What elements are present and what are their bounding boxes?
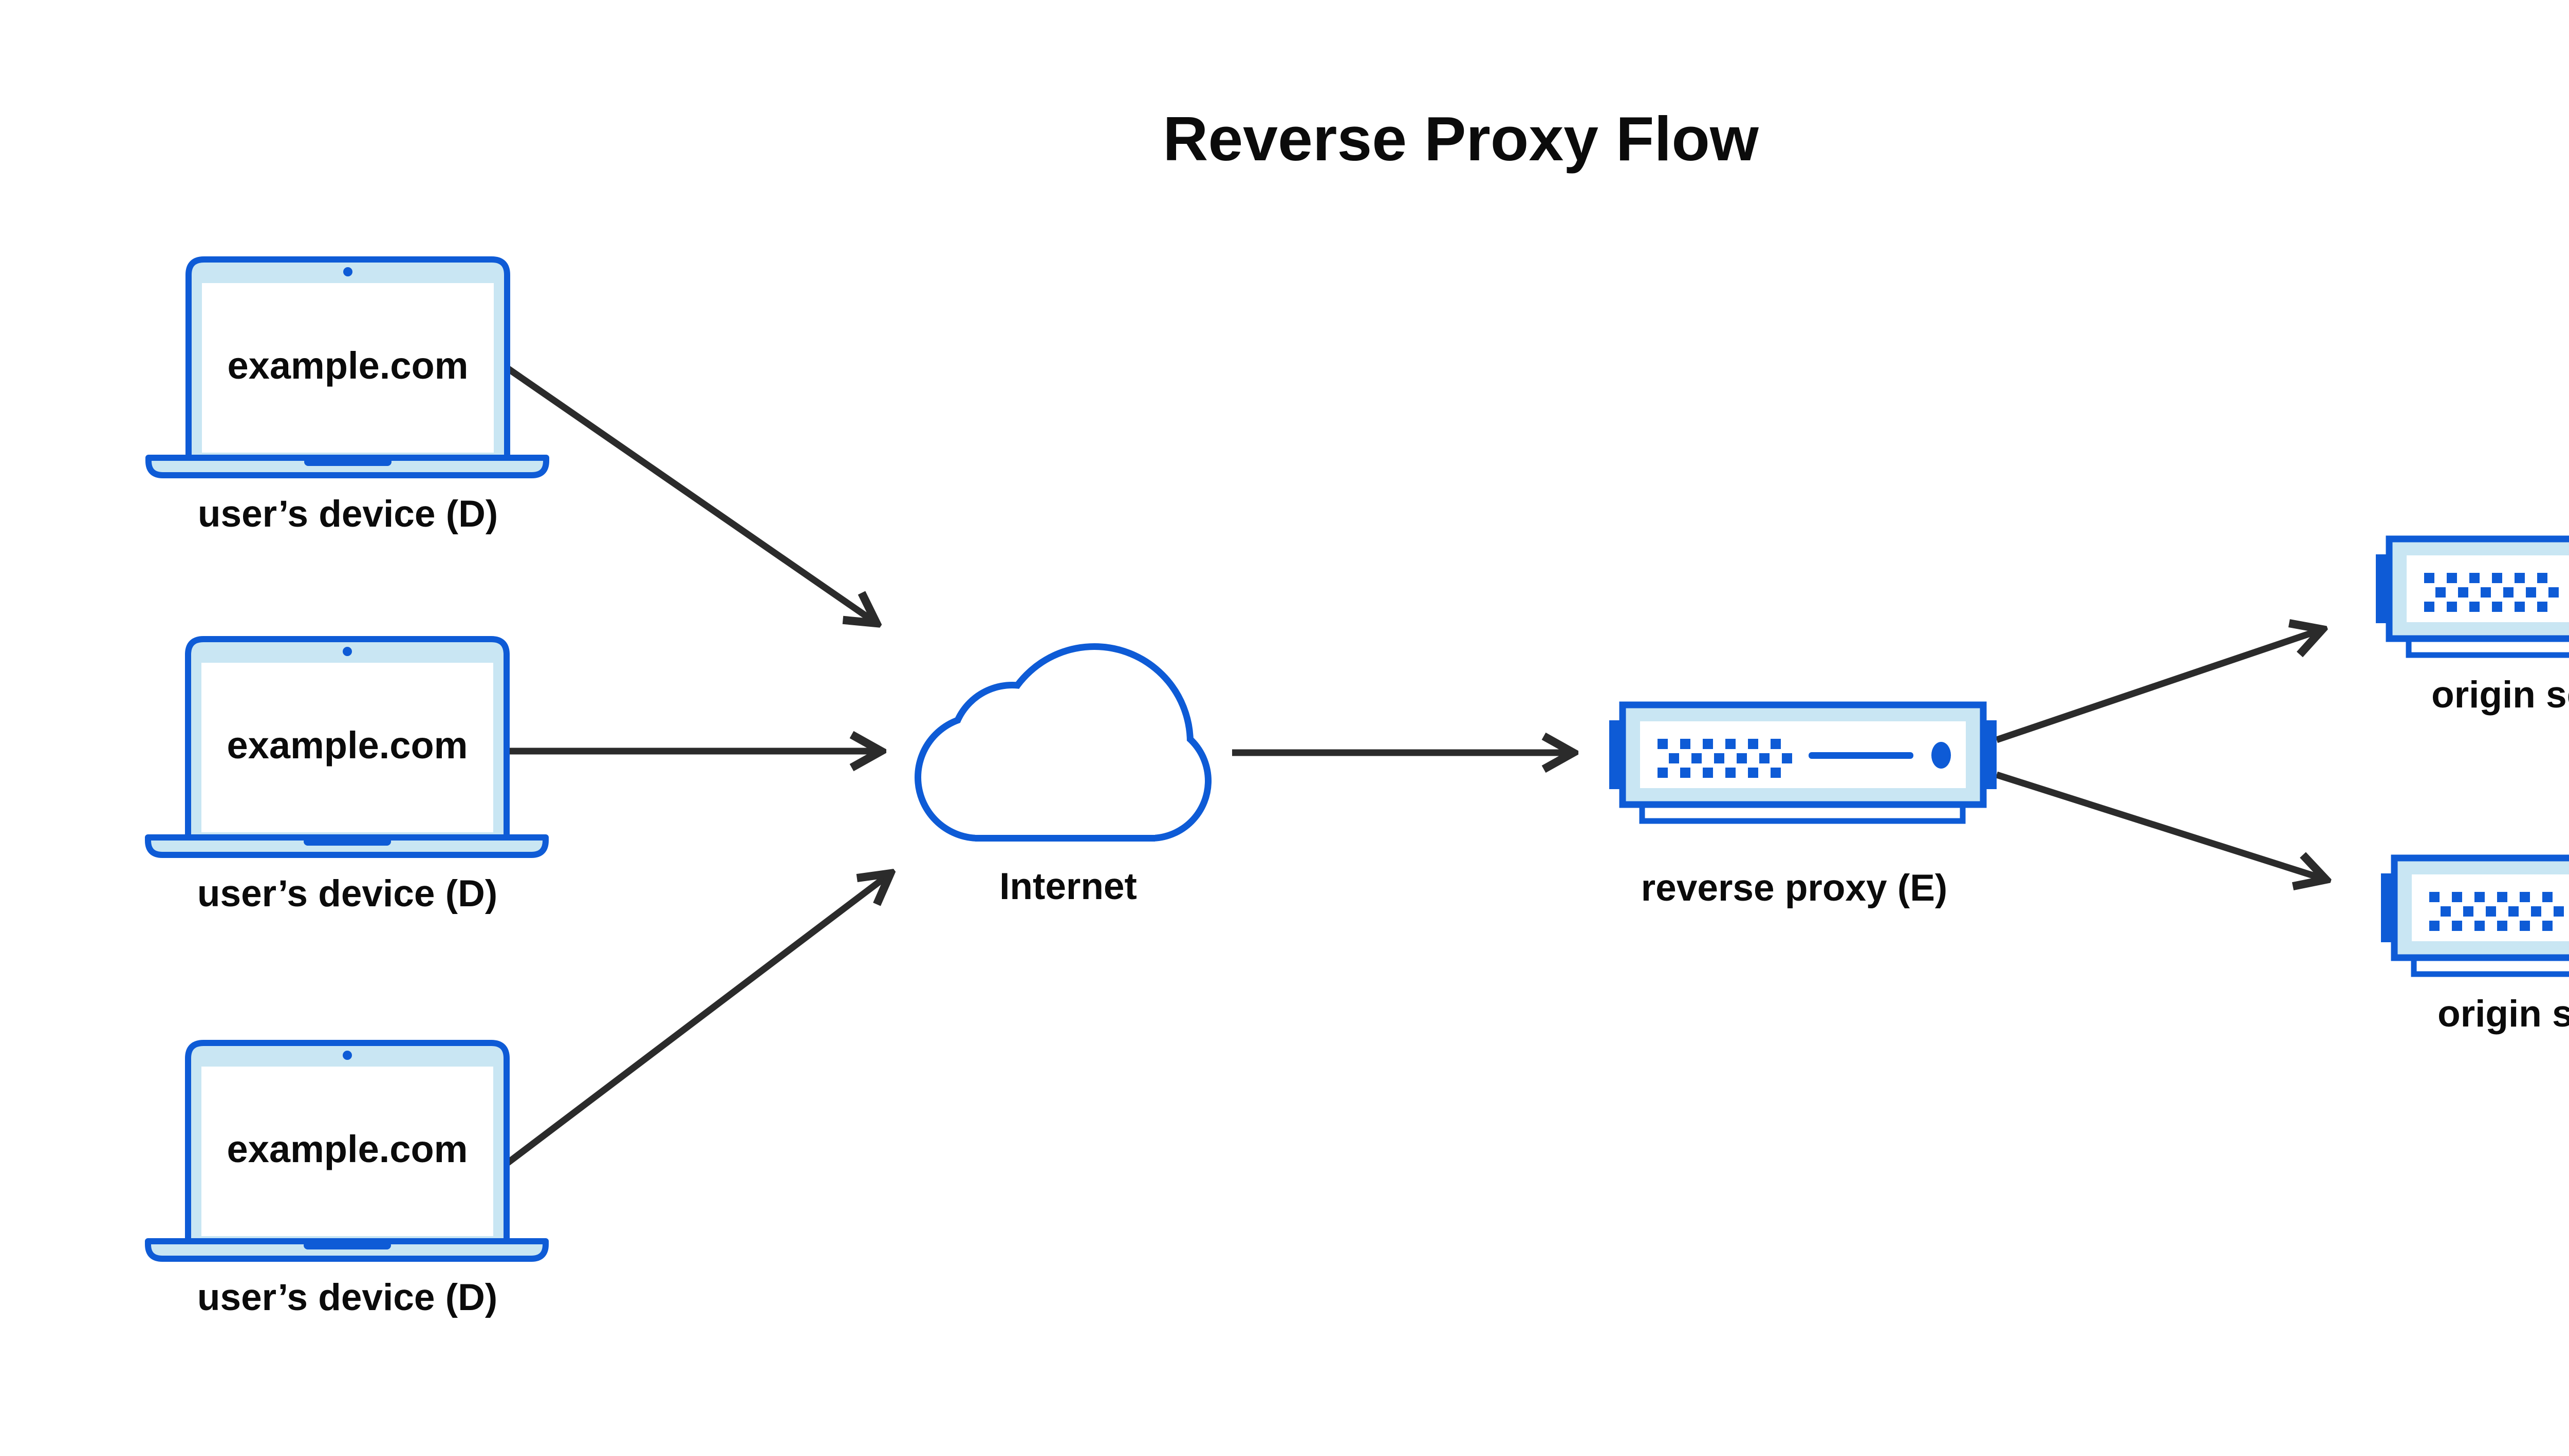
- flow-arrows: [505, 365, 2326, 1167]
- origin-server-label: origin server (F): [2437, 993, 2569, 1035]
- cloud-icon: [915, 643, 1212, 842]
- page-title: Reverse Proxy Flow: [1163, 104, 1759, 174]
- internet-label: Internet: [999, 866, 1137, 907]
- user-device-2: example.com user’s device (D): [148, 639, 546, 914]
- device-screen-text: example.com: [227, 724, 468, 767]
- arrow-proxy-to-origin1: [1995, 629, 2322, 743]
- internet: Internet: [915, 643, 1212, 907]
- device-label: user’s device (D): [197, 1277, 497, 1318]
- arrow-device1-to-internet: [506, 365, 877, 623]
- arrow-device3-to-internet: [505, 873, 890, 1167]
- device-label: user’s device (D): [197, 873, 497, 914]
- device-label: user’s device (D): [198, 493, 498, 535]
- user-device-3: example.com user’s device (D): [148, 1043, 546, 1318]
- user-device-1: example.com user’s device (D): [148, 259, 546, 535]
- origin-server-2: origin server (F): [2381, 858, 2569, 1035]
- device-screen-text: example.com: [228, 344, 469, 387]
- server-icon: [2376, 539, 2569, 655]
- reverse-proxy: reverse proxy (E): [1609, 705, 1997, 909]
- device-screen-text: example.com: [227, 1128, 468, 1170]
- reverse-proxy-label: reverse proxy (E): [1641, 867, 1947, 909]
- server-icon: [1609, 705, 1997, 821]
- server-icon: [2381, 858, 2569, 974]
- origin-server-1: origin server (F): [2376, 539, 2569, 716]
- arrow-proxy-to-origin2: [1996, 771, 2326, 880]
- origin-server-label: origin server (F): [2431, 674, 2569, 716]
